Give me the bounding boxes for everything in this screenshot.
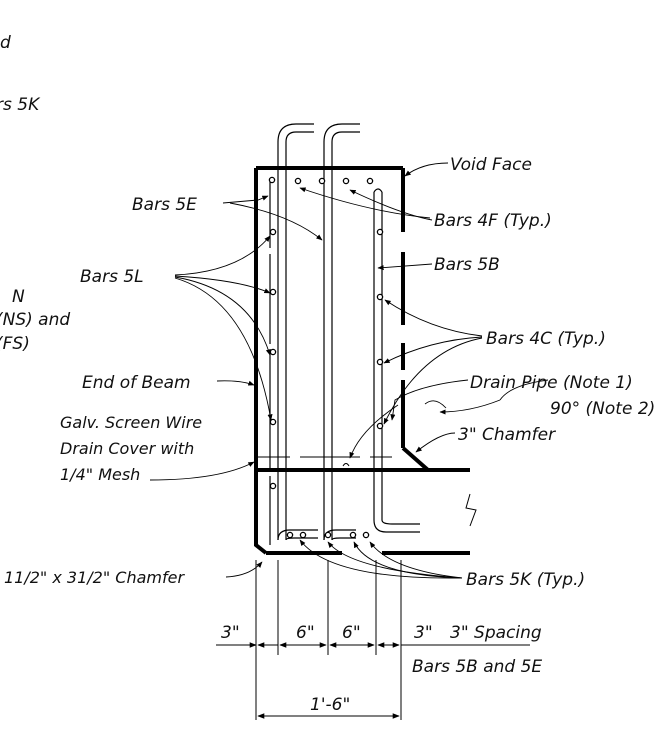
concrete-outline [254,166,477,555]
label-screen-line1: Galv. Screen Wire [60,413,202,432]
label-void-face: Void Face [450,155,532,175]
dim-6in-a: 6" [296,623,315,643]
spacing-bars: Bars 5B and 5E [412,657,542,677]
label-screen-line2: Drain Cover with [60,439,194,458]
label-bars-5k-typ: Bars 5K (Typ.) [466,570,585,590]
cut-text-ns: (NS) and [0,310,70,330]
label-bars-4c: Bars 4C (Typ.) [486,329,606,349]
leader-lines [149,162,549,579]
label-drain-pipe: Drain Pipe (Note 1) [470,373,633,393]
dim-3in-right: 3" [414,623,433,643]
label-bottom-chamfer: 11/2" x 31/2" Chamfer [4,568,185,587]
label-3in-chamfer: 3" Chamfer [458,425,556,445]
label-bars-4f: Bars 4F (Typ.) [434,211,552,231]
label-bars-5e: Bars 5E [132,195,197,215]
label-screen-line3: 1/4" Mesh [60,465,140,484]
annotations: d rs 5K N (NS) and (FS) Void Face Bars 5… [0,33,655,715]
label-angle-90: 90° (Note 2) [550,399,655,419]
cut-text-bars-5k: rs 5K [0,95,41,115]
dim-3in-left: 3" [221,623,240,643]
reinforcing-bars [269,123,420,545]
dimension-lines [216,560,530,720]
label-bars-5l: Bars 5L [80,267,144,287]
label-bars-5b: Bars 5B [434,255,500,275]
label-end-of-beam: End of Beam [82,373,191,393]
spacing-note: 3" Spacing [450,623,542,643]
cut-text-d: d [0,33,11,53]
dim-total: 1'-6" [310,695,350,715]
dim-6in-b: 6" [342,623,361,643]
cut-text-fs: (FS) [0,334,30,354]
cut-text-n: N [12,287,25,307]
